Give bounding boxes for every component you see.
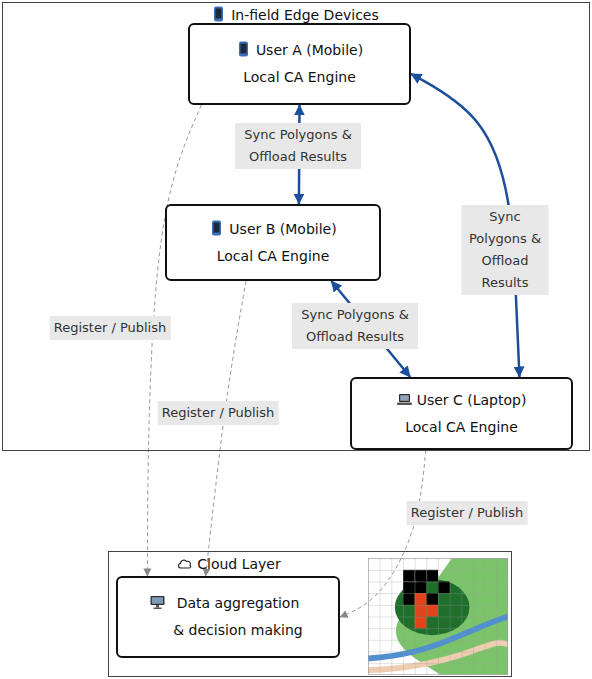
label-text: User B (Mobile) bbox=[229, 221, 336, 237]
phone-body bbox=[239, 42, 248, 57]
cloud-group: Cloud LayerData aggregation & decision m… bbox=[108, 551, 512, 677]
cloud-icon bbox=[177, 555, 192, 571]
edge-label: Register / Publish bbox=[158, 401, 279, 425]
laptop-base bbox=[397, 402, 412, 405]
monitor-screen bbox=[151, 596, 165, 605]
label-text: Cloud Layer bbox=[197, 556, 280, 572]
label-text: Local CA Engine bbox=[243, 69, 356, 85]
group-title: In-field Edge Devices bbox=[3, 5, 587, 25]
edge-label: Sync Polygons & Offload Results bbox=[235, 123, 361, 169]
map-illustration bbox=[368, 558, 508, 675]
box-title: Data aggregation & decision making bbox=[150, 590, 306, 644]
publish-arrow bbox=[206, 281, 246, 576]
laptop-display bbox=[400, 395, 409, 401]
monitor-display bbox=[152, 597, 163, 604]
device-box: User B (Mobile) Local CA Engine bbox=[165, 204, 381, 281]
label-text: User C (Laptop) bbox=[417, 392, 527, 408]
map-ground bbox=[368, 558, 508, 675]
phone-body bbox=[212, 220, 221, 235]
edge-label: Register / Publish bbox=[407, 501, 528, 525]
publish-arrow bbox=[340, 450, 426, 617]
label-text: Local CA Engine bbox=[217, 248, 330, 264]
monitor-foot bbox=[154, 608, 162, 610]
group-title: Cloud Layer bbox=[117, 554, 341, 574]
laptop-icon bbox=[397, 391, 412, 407]
process-box: Data aggregation & decision making bbox=[116, 576, 340, 658]
laptop-screen bbox=[399, 394, 410, 402]
phone-icon bbox=[236, 41, 251, 57]
phone-screen bbox=[214, 222, 220, 232]
publish-arrow bbox=[147, 105, 201, 576]
monitor-icon bbox=[150, 594, 165, 610]
label-text: User A (Mobile) bbox=[256, 42, 363, 58]
box-title: User A (Mobile) bbox=[236, 37, 363, 64]
phone-icon bbox=[209, 220, 224, 236]
phone-screen bbox=[216, 9, 222, 19]
box-title: User B (Mobile) bbox=[209, 216, 336, 243]
phone-screen bbox=[240, 44, 246, 54]
box-subtitle: Local CA Engine bbox=[243, 64, 356, 91]
edge-label: Sync Polygons & Offload Results bbox=[462, 205, 549, 295]
label-text: Data aggregation & decision making bbox=[170, 590, 306, 644]
edge-label: Register / Publish bbox=[50, 316, 171, 340]
box-title: User C (Laptop) bbox=[397, 387, 527, 414]
phone-icon bbox=[211, 6, 226, 22]
box-subtitle: Local CA Engine bbox=[405, 414, 518, 441]
device-box: User A (Mobile) Local CA Engine bbox=[188, 23, 411, 105]
grid-border bbox=[368, 558, 507, 674]
box-subtitle: Local CA Engine bbox=[217, 243, 330, 270]
edge-label: Sync Polygons & Offload Results bbox=[292, 303, 418, 349]
grid-lines bbox=[368, 558, 508, 675]
label-text: In-field Edge Devices bbox=[231, 7, 379, 23]
device-box: User C (Laptop) Local CA Engine bbox=[350, 377, 573, 450]
phone-body bbox=[214, 7, 223, 22]
cloud-outline bbox=[179, 560, 191, 568]
label-text: Local CA Engine bbox=[405, 419, 518, 435]
monitor-stand bbox=[156, 605, 159, 608]
